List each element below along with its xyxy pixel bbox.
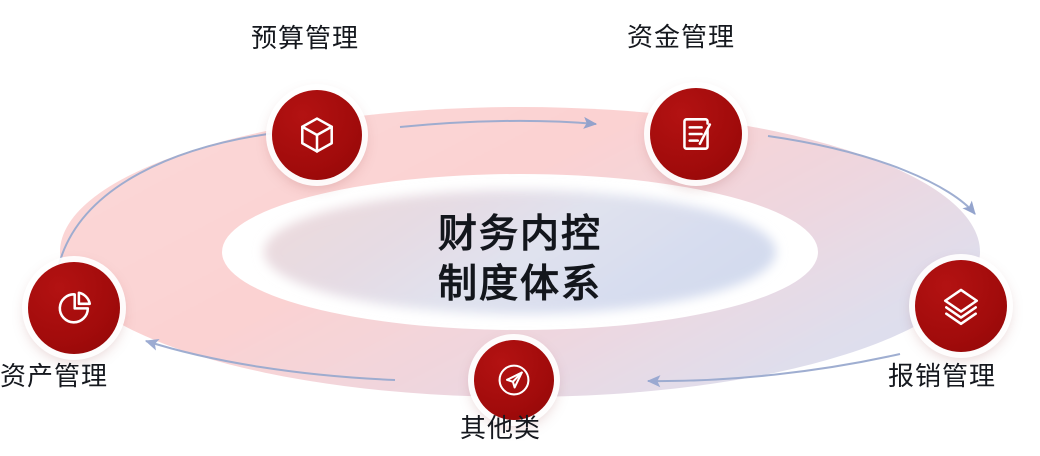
arrow-top-right bbox=[767, 135, 976, 215]
layers-icon bbox=[940, 285, 982, 327]
arrow-bottom-right bbox=[646, 353, 901, 388]
paper-plane-icon bbox=[495, 361, 533, 399]
node-funds-circle[interactable] bbox=[650, 88, 742, 180]
arrow-top-left bbox=[57, 126, 294, 269]
arrow-top-center bbox=[399, 116, 598, 129]
inner-ellipse bbox=[264, 190, 776, 314]
node-funds-label: 资金管理 bbox=[627, 22, 736, 52]
center-title: 财务内控 制度体系 bbox=[438, 210, 602, 310]
arrow-bottom-left bbox=[144, 338, 396, 381]
center-title-line1: 财务内控 bbox=[437, 213, 603, 256]
pie-chart-icon bbox=[53, 287, 95, 329]
center-title-line2: 制度体系 bbox=[437, 262, 603, 306]
node-assets-label: 资产管理 bbox=[0, 361, 109, 391]
document-edit-icon bbox=[675, 113, 717, 155]
node-budget-circle[interactable] bbox=[272, 90, 362, 180]
node-reimbursement-label: 报销管理 bbox=[888, 361, 997, 391]
node-assets-circle[interactable] bbox=[28, 262, 120, 354]
node-reimbursement-circle[interactable] bbox=[915, 260, 1007, 352]
node-other-label: 其他类 bbox=[460, 413, 542, 443]
cube-icon bbox=[296, 114, 338, 156]
node-other-circle[interactable] bbox=[474, 340, 554, 420]
node-budget-label: 预算管理 bbox=[251, 23, 360, 53]
